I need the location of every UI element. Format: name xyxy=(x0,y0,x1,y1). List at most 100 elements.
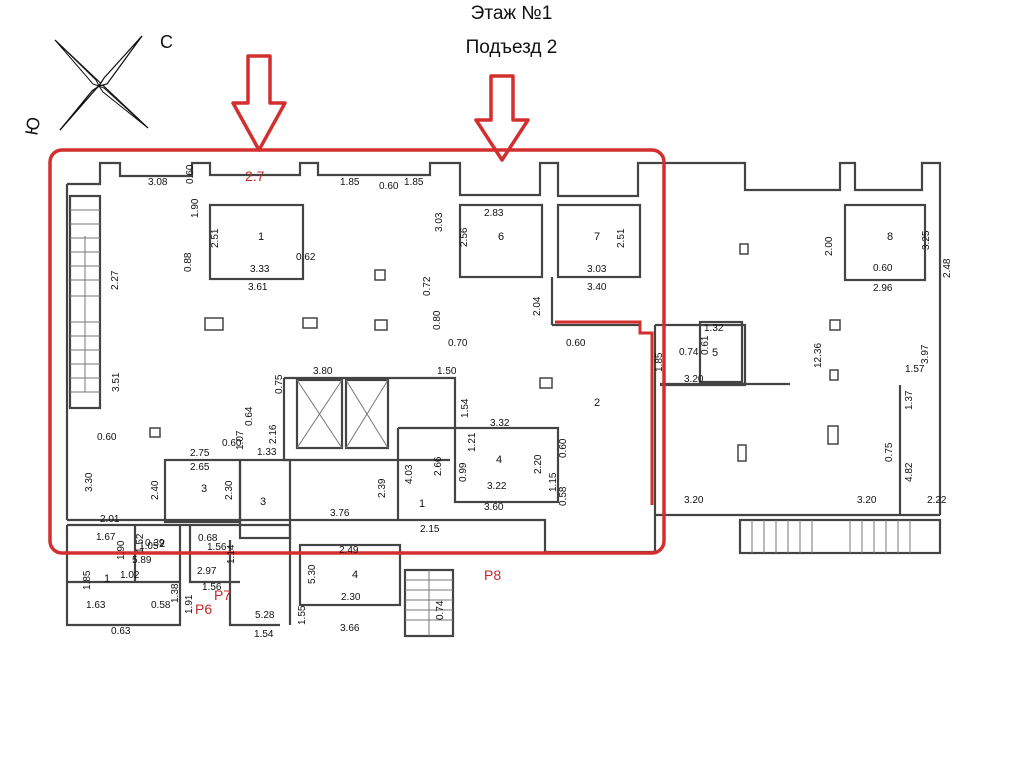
room-number: 1 xyxy=(104,573,110,585)
dimension-label: 2.30 xyxy=(341,592,361,603)
dimension-label: 0.39 xyxy=(145,538,165,549)
dimension-label: 3.20 xyxy=(684,495,704,506)
compass-rose-icon: С Ю xyxy=(21,32,173,137)
dimension-label: 2.56 xyxy=(459,227,470,247)
dimension-label: 0.60 xyxy=(873,263,893,274)
dimension-label: 0.70 xyxy=(448,338,468,349)
entrance-arrow-left-icon xyxy=(231,54,287,152)
dimension-label: 3.60 xyxy=(484,502,504,513)
dimension-label: 1.07 xyxy=(235,430,246,450)
dimension-label: 0.58 xyxy=(151,600,171,611)
dimension-label: 3.08 xyxy=(148,177,168,188)
dimension-label: 0.64 xyxy=(244,406,255,426)
dimension-label: 3.51 xyxy=(111,372,122,392)
room-number: 8 xyxy=(887,231,893,243)
dimension-label: 3.25 xyxy=(921,230,932,250)
zone-label: P7 xyxy=(214,587,231,603)
dimension-label: 1.21 xyxy=(467,432,478,452)
dimension-label: 0.74 xyxy=(435,600,446,620)
north-letter: С xyxy=(160,32,173,52)
dimension-label: 0.60 xyxy=(379,181,399,192)
dimension-label: 1.54 xyxy=(460,398,471,418)
dimension-label: 0.99 xyxy=(458,462,469,482)
dimension-label: 1.56 xyxy=(207,542,227,553)
dimension-label: 0.58 xyxy=(558,486,569,506)
dimension-label: 5.28 xyxy=(255,610,275,621)
dimension-label: 0.68 xyxy=(198,533,218,544)
dimension-label: 1.38 xyxy=(170,583,181,603)
dimension-label: 0.60 xyxy=(97,432,117,443)
dimension-label: 3.33 xyxy=(250,264,270,275)
dimension-label: 2.20 xyxy=(533,454,544,474)
dimension-label: 3.32 xyxy=(490,418,510,429)
room-number: 2 xyxy=(594,397,600,409)
dimension-label: 1.85 xyxy=(654,352,665,372)
dimension-label: 3.30 xyxy=(84,472,95,492)
dimension-label: 0.75 xyxy=(274,374,285,394)
dimension-label: 5.89 xyxy=(132,555,152,566)
dimension-label: 4.03 xyxy=(404,464,415,484)
entrance-arrow-right-icon xyxy=(474,74,530,162)
dimension-label: 1.90 xyxy=(190,198,201,218)
dimension-label: 2.65 xyxy=(190,462,210,473)
dimension-label: 2.40 xyxy=(150,480,161,500)
dimension-label: 1.32 xyxy=(704,323,724,334)
dimension-label: 0.88 xyxy=(183,252,194,272)
dimension-label: 4.82 xyxy=(904,462,915,482)
dimension-label: 2.27 xyxy=(110,270,121,290)
dimension-label: 3.40 xyxy=(587,282,607,293)
dimension-label: 2.51 xyxy=(210,228,221,248)
dimension-label: 1.85 xyxy=(404,177,424,188)
dimension-labels: 3.08 0.60 1.85 0.60 1.85 2.83 1.90 2.51 3.03 2.56… xyxy=(82,164,953,640)
dimension-label: 2.04 xyxy=(532,296,543,316)
dimension-label: 1.85 xyxy=(340,177,360,188)
dimension-label: 3.03 xyxy=(434,212,445,232)
dimension-label: 2.66 xyxy=(433,456,444,476)
dimension-label: 1.85 xyxy=(82,570,93,590)
dimension-label: 1.57 xyxy=(905,364,925,375)
dimension-label: 2.39 xyxy=(377,478,388,498)
dimension-label: 2.30 xyxy=(224,480,235,500)
room-number: 4 xyxy=(496,454,502,466)
room-number: 1 xyxy=(258,231,264,243)
room-number: 4 xyxy=(352,569,358,581)
dimension-label: 0.60 xyxy=(185,164,196,184)
room-number: 7 xyxy=(594,231,600,243)
dimension-label: 1.52 xyxy=(135,533,146,553)
dimension-label: 0.60 xyxy=(558,438,569,458)
dimension-label: 2.22 xyxy=(927,495,947,506)
room-number: 6 xyxy=(498,231,504,243)
dimension-label: 1.15 xyxy=(548,472,559,492)
dimension-label: 1.67 xyxy=(96,532,116,543)
dimension-label: 2.16 xyxy=(268,424,279,444)
dimension-label: 0.60 xyxy=(222,438,242,449)
dimension-label: 1.63 xyxy=(86,600,106,611)
room-number: 1 xyxy=(419,498,425,510)
room-number: 3 xyxy=(201,483,207,495)
dimension-label: 1.33 xyxy=(257,447,277,458)
dimension-label: 2.48 xyxy=(942,258,953,278)
selected-area-outline xyxy=(48,148,666,555)
dimension-label: 1.91 xyxy=(184,594,195,614)
dimension-label: 1.55 xyxy=(297,605,308,625)
dimension-label: 3.20 xyxy=(857,495,877,506)
zone-label: 2.7 xyxy=(245,168,265,184)
dimension-label: 3.03 xyxy=(587,264,607,275)
dimension-label: 2.96 xyxy=(873,283,893,294)
dimension-label: 3.97 xyxy=(920,344,931,364)
dimension-label: 0.75 xyxy=(884,442,895,462)
dimension-label: 2.51 xyxy=(616,228,627,248)
dimension-label: 0.63 xyxy=(111,626,131,637)
room-number: 2 xyxy=(159,538,165,550)
dimension-label: 0.60 xyxy=(566,338,586,349)
dimension-label: 0.72 xyxy=(422,276,433,296)
dimension-label: 2.83 xyxy=(484,208,504,219)
dimension-label: 2.97 xyxy=(197,566,217,577)
dimension-label: 0.61 xyxy=(700,335,711,355)
dimension-label: 3.76 xyxy=(330,508,350,519)
south-letter: Ю xyxy=(21,115,44,136)
walls xyxy=(65,161,942,638)
floor-title: Этаж №1 xyxy=(470,3,553,24)
zone-label: P8 xyxy=(484,567,501,583)
dimension-label: 1.05 xyxy=(139,541,159,552)
